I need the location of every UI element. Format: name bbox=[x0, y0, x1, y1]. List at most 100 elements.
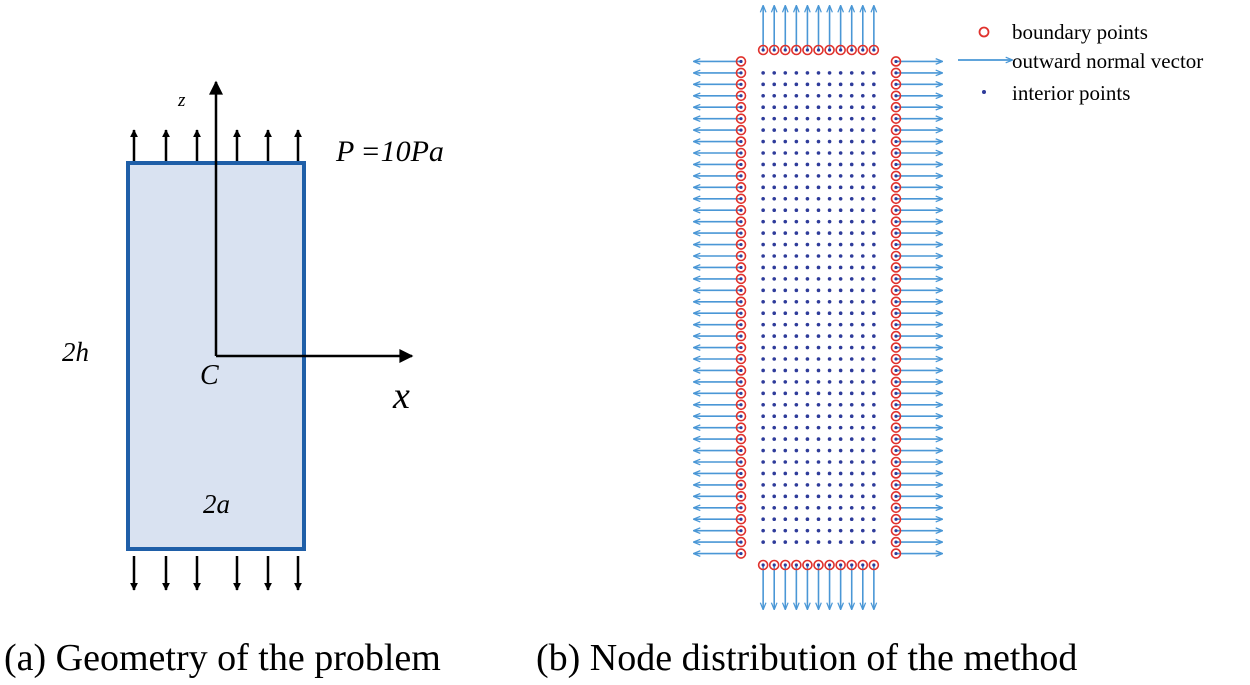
interior-point bbox=[761, 219, 765, 224]
load-label: P =10Pa bbox=[335, 135, 444, 168]
interior-point bbox=[849, 185, 854, 190]
interior-point bbox=[838, 105, 843, 110]
interior-point bbox=[872, 151, 876, 155]
boundary-point bbox=[735, 353, 747, 365]
interior-point bbox=[849, 82, 854, 87]
interior-point bbox=[827, 380, 832, 384]
boundary-point bbox=[890, 307, 902, 319]
boundary-point bbox=[890, 113, 902, 124]
boundary-point bbox=[735, 433, 747, 445]
boundary-point bbox=[735, 101, 747, 113]
boundary-points bbox=[735, 44, 902, 571]
interior-point bbox=[872, 299, 876, 304]
interior-point bbox=[816, 185, 821, 190]
boundary-point bbox=[868, 44, 880, 56]
interior-point bbox=[827, 425, 832, 430]
interior-point bbox=[860, 460, 865, 464]
interior-point bbox=[805, 460, 810, 464]
interior-point bbox=[761, 128, 765, 132]
boundary-point bbox=[735, 227, 747, 239]
interior-point bbox=[849, 448, 854, 453]
interior-point bbox=[816, 448, 821, 453]
boundary-point bbox=[735, 182, 747, 193]
boundary-point-center bbox=[894, 254, 898, 258]
interior-point bbox=[838, 208, 843, 213]
interior-point bbox=[794, 162, 799, 167]
boundary-point bbox=[890, 433, 902, 445]
width-label: 2a bbox=[203, 489, 230, 519]
interior-point bbox=[816, 265, 821, 270]
interior-point bbox=[761, 288, 765, 293]
caption-b: (b) Node distribution of the method bbox=[536, 637, 1077, 679]
bottom-load-arrows bbox=[130, 556, 302, 591]
interior-point bbox=[849, 219, 854, 224]
interior-point bbox=[827, 357, 832, 361]
interior-point bbox=[816, 242, 821, 247]
interior-point bbox=[761, 540, 765, 544]
interior-point bbox=[783, 139, 788, 144]
interior-point bbox=[827, 414, 832, 419]
interior-point bbox=[816, 322, 821, 327]
interior-point bbox=[816, 116, 821, 121]
boundary-point bbox=[735, 491, 747, 502]
interior-point bbox=[805, 82, 810, 87]
boundary-point bbox=[890, 513, 902, 525]
boundary-point-center bbox=[739, 403, 743, 407]
boundary-point bbox=[735, 376, 747, 388]
boundary-point bbox=[779, 44, 791, 56]
interior-point bbox=[827, 334, 832, 338]
interior-point bbox=[805, 322, 810, 327]
interior-point bbox=[872, 265, 876, 270]
boundary-point bbox=[735, 79, 747, 90]
interior-point bbox=[860, 128, 865, 132]
interior-point bbox=[805, 505, 810, 510]
boundary-point-center bbox=[739, 59, 743, 64]
interior-point bbox=[827, 517, 832, 522]
boundary-point bbox=[735, 113, 747, 124]
interior-point bbox=[794, 93, 799, 98]
boundary-point-center bbox=[739, 231, 743, 235]
interior-point bbox=[761, 505, 765, 510]
boundary-point bbox=[735, 204, 747, 216]
boundary-point-center bbox=[739, 506, 743, 510]
interior-point bbox=[772, 139, 777, 144]
interior-point bbox=[783, 528, 788, 533]
boundary-point bbox=[735, 525, 747, 536]
boundary-point bbox=[735, 410, 747, 422]
interior-point bbox=[849, 242, 854, 247]
boundary-point bbox=[735, 330, 747, 342]
boundary-point bbox=[824, 44, 835, 56]
interior-point bbox=[816, 494, 821, 499]
boundary-point-center bbox=[805, 48, 810, 52]
boundary-point bbox=[735, 319, 747, 330]
boundary-point bbox=[791, 559, 802, 571]
interior-point bbox=[849, 414, 854, 419]
interior-point bbox=[849, 460, 854, 464]
interior-point bbox=[827, 494, 832, 499]
boundary-point-center bbox=[894, 185, 898, 189]
interior-point bbox=[805, 105, 810, 110]
boundary-point bbox=[735, 456, 747, 468]
interior-point bbox=[783, 540, 788, 544]
interior-point bbox=[783, 471, 788, 476]
interior-points bbox=[761, 71, 876, 544]
interior-point bbox=[783, 162, 788, 167]
boundary-point-center bbox=[739, 460, 743, 464]
interior-point bbox=[849, 528, 854, 533]
interior-point bbox=[872, 82, 876, 87]
interior-point bbox=[872, 242, 876, 247]
boundary-point bbox=[890, 250, 902, 262]
interior-point bbox=[838, 505, 843, 510]
interior-point bbox=[761, 242, 765, 247]
boundary-point bbox=[735, 445, 747, 456]
interior-point bbox=[872, 494, 876, 499]
boundary-point-center bbox=[739, 162, 743, 167]
interior-point bbox=[816, 139, 821, 144]
interior-point bbox=[838, 368, 843, 373]
interior-point bbox=[794, 174, 799, 178]
interior-point bbox=[838, 311, 843, 316]
interior-point bbox=[838, 116, 843, 121]
interior-point bbox=[772, 174, 777, 178]
interior-point bbox=[805, 288, 810, 293]
interior-point bbox=[816, 471, 821, 476]
